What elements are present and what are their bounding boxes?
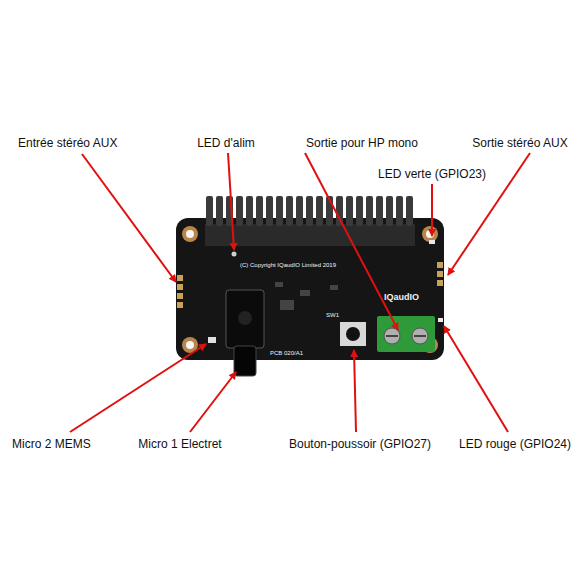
power-led	[232, 252, 237, 257]
pcb	[176, 218, 444, 360]
callout-label: Entrée stéréo AUX	[18, 136, 117, 150]
callout-label: Micro 2 MEMS	[12, 437, 91, 451]
green-led	[429, 240, 435, 244]
board-silkscreen: (C) Copyright IQaudIO Limited 2019	[240, 262, 336, 269]
callout-label: Bouton-poussoir (GPIO27)	[289, 437, 431, 451]
callout-label: Sortie pour HP mono	[306, 136, 418, 150]
red-led	[438, 318, 443, 322]
board-logo: IQaudIO	[384, 292, 419, 302]
mems-mic	[208, 337, 216, 343]
leader-arrow	[70, 153, 530, 432]
speaker-terminal	[377, 316, 435, 352]
gpio-header	[205, 196, 415, 246]
callout-label: Sortie stéréo AUX	[472, 136, 567, 150]
callout-label: Micro 1 Electret	[138, 437, 221, 451]
mounting-hole	[182, 226, 438, 353]
board-silkscreen: PCB 020/A1	[270, 350, 303, 357]
callout-label: LED verte (GPIO23)	[378, 167, 486, 181]
callout-label: LED d'alim	[197, 136, 255, 150]
board-silkscreen: SW1	[326, 312, 339, 319]
smd-parts	[275, 282, 338, 310]
callout-label: LED rouge (GPIO24)	[459, 437, 571, 451]
electret-mic	[226, 290, 264, 376]
push-button	[340, 322, 366, 346]
aux-pins	[177, 262, 443, 308]
